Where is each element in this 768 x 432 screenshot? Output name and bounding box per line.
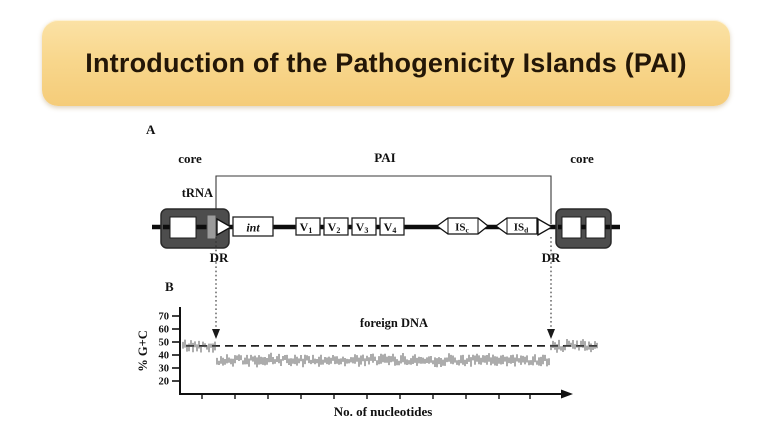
- v4-box: [379, 217, 405, 236]
- slide-title-banner: Introduction of the Pathogenicity Island…: [42, 20, 730, 106]
- is2-label: ISd: [514, 222, 529, 235]
- is-element-2: ISd: [494, 217, 538, 235]
- is1-label: ISc: [455, 222, 469, 235]
- dr-right-arrowhead-icon: [547, 329, 555, 339]
- v-gene-boxes: V1 V2 V3 V4: [295, 217, 405, 236]
- int-gene-box: [232, 216, 274, 237]
- pai-figure: A core PAI core tRNA int V1 V2 V3 V4 ISc: [136, 122, 620, 419]
- slide-title: Introduction of the Pathogenicity Island…: [85, 47, 687, 78]
- gc-y-ticks: [172, 315, 180, 382]
- nucleotides-axis-label: No. of nucleotides: [334, 404, 433, 419]
- panel-b-label: B: [165, 279, 174, 294]
- pai-bracket: [215, 175, 552, 224]
- v3-box: [351, 217, 377, 236]
- foreign-dna-label: foreign DNA: [360, 316, 428, 330]
- core-right-gene-box-2: [585, 216, 606, 239]
- trna-label: tRNA: [182, 186, 213, 200]
- gc-axis-label: % G+C: [136, 330, 150, 372]
- svg-text:30: 30: [159, 364, 170, 375]
- core-left-label: core: [178, 151, 202, 166]
- dr-right-triangle: [537, 217, 554, 237]
- core-right-label: core: [570, 151, 594, 166]
- is-element-1: ISc: [435, 217, 490, 235]
- gc-trace: [182, 339, 598, 368]
- x-axis-arrow-icon: [561, 389, 573, 399]
- svg-text:20: 20: [159, 377, 170, 388]
- dr-left-label: DR: [210, 250, 229, 265]
- v1-box: [295, 217, 321, 236]
- panel-a-label: A: [146, 122, 156, 137]
- v2-box: [323, 217, 349, 236]
- dr-left-arrowhead-icon: [212, 329, 220, 339]
- v4-label: V4: [384, 220, 397, 235]
- svg-text:70: 70: [159, 312, 170, 323]
- core-right-gene-box-1: [561, 216, 582, 239]
- dr-left-triangle: [216, 217, 233, 237]
- trna-marker: [206, 214, 217, 240]
- v2-label: V2: [328, 220, 341, 235]
- svg-text:60: 60: [159, 325, 170, 336]
- svg-text:50: 50: [159, 338, 170, 349]
- gc-x-ticks: [201, 394, 531, 399]
- dr-right-label: DR: [542, 250, 561, 265]
- core-left-gene-box: [169, 216, 197, 239]
- gc-y-tick-labels: 70 60 50 40 30 20: [159, 312, 170, 388]
- pai-label: PAI: [374, 150, 395, 165]
- svg-text:40: 40: [159, 351, 170, 362]
- int-label: int: [246, 221, 260, 235]
- v1-label: V1: [300, 220, 313, 235]
- v3-label: V3: [356, 220, 369, 235]
